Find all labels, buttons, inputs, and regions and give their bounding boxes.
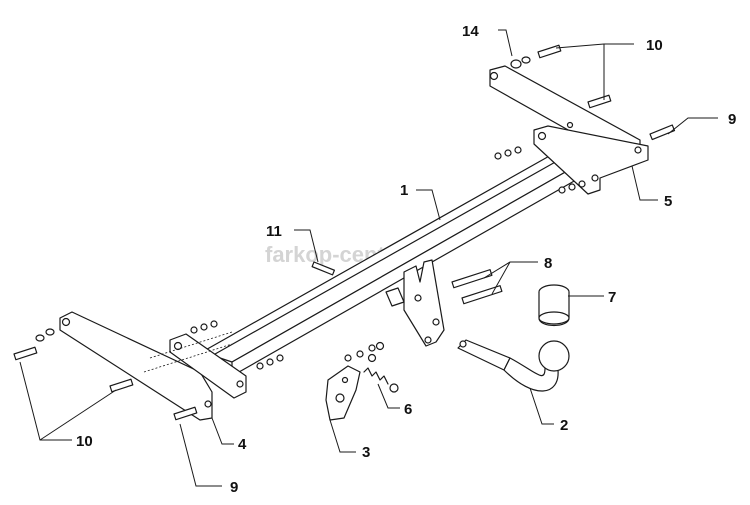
leader-lines xyxy=(19,29,718,487)
callout-2: 2 xyxy=(560,417,568,434)
tow-ball-neck xyxy=(457,339,570,392)
callout-9-bottom: 9 xyxy=(230,479,238,496)
side-bolts xyxy=(13,44,676,421)
right-side-bracket xyxy=(489,65,649,195)
callout-8: 8 xyxy=(544,255,552,272)
callout-3: 3 xyxy=(362,444,370,461)
callout-11: 11 xyxy=(266,223,282,240)
socket-bracket xyxy=(325,365,361,421)
callout-4: 4 xyxy=(238,436,247,453)
crossbar xyxy=(201,149,591,377)
ball-mount-plate xyxy=(385,259,445,347)
callout-6: 6 xyxy=(404,401,412,418)
center-bolts xyxy=(451,269,503,305)
callout-9-right: 9 xyxy=(728,111,736,128)
callout-14: 14 xyxy=(462,23,479,40)
nuts-washers xyxy=(190,146,586,370)
callout-5: 5 xyxy=(664,193,672,210)
callout-10-bottom: 10 xyxy=(76,433,93,450)
left-side-bracket xyxy=(59,311,247,421)
ball-cap xyxy=(538,284,570,327)
callout-10-top: 10 xyxy=(646,37,663,54)
spring-lock xyxy=(363,341,399,393)
callout-1: 1 xyxy=(400,182,408,199)
callout-7: 7 xyxy=(608,289,616,306)
